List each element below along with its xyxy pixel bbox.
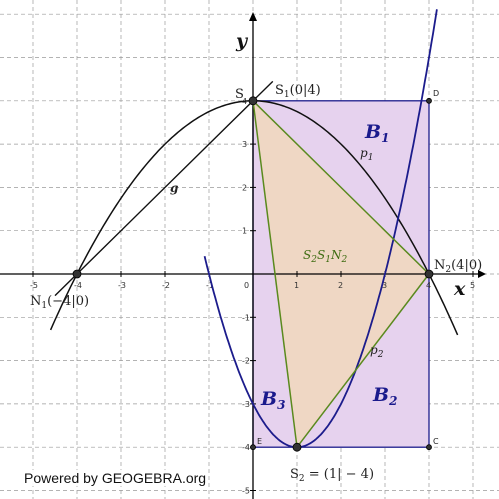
label-p2: p2 bbox=[370, 343, 384, 360]
x-tick-label: 3 bbox=[382, 281, 387, 290]
x-tick-label: 4 bbox=[426, 281, 431, 290]
x-tick-label: 5 bbox=[470, 281, 475, 290]
x-tick-label: -3 bbox=[118, 281, 126, 290]
label-b3: B3 bbox=[260, 388, 285, 412]
y-tick-label: -3 bbox=[242, 400, 250, 409]
triangle-edge bbox=[252, 100, 298, 448]
triangle-edges bbox=[252, 100, 430, 448]
geogebra-branding: Powered by GEOGEBRA.org bbox=[22, 470, 209, 486]
x-tick-label: -5 bbox=[30, 281, 38, 290]
point-n1 bbox=[72, 269, 82, 279]
x-axis-arrow bbox=[478, 270, 486, 278]
points bbox=[72, 96, 434, 452]
label-n2: N2(4|0) bbox=[434, 258, 482, 275]
label-d: D bbox=[433, 89, 439, 98]
point-c bbox=[426, 444, 432, 451]
point-n2 bbox=[424, 269, 434, 279]
x-tick-label: -4 bbox=[74, 281, 82, 290]
label-s2: S2 = (1| − 4) bbox=[290, 467, 374, 484]
label-s1: S1(0|4) bbox=[275, 83, 321, 100]
y-tick-label: 3 bbox=[242, 140, 247, 149]
label-c: C bbox=[433, 437, 439, 446]
label-p1: p1 bbox=[360, 146, 373, 163]
y-tick-label: 2 bbox=[242, 183, 247, 192]
parabola-p2 bbox=[203, 9, 438, 449]
x-tick-label: 0 bbox=[244, 281, 249, 290]
y-axis-label: y bbox=[235, 30, 249, 52]
point-d bbox=[426, 97, 432, 104]
point-s2 bbox=[292, 442, 302, 452]
y-axis-arrow bbox=[249, 12, 257, 21]
triangle-edge bbox=[296, 273, 430, 448]
x-tick-label: 1 bbox=[294, 281, 299, 290]
point-s1 bbox=[248, 96, 258, 106]
label-b2: B2 bbox=[372, 384, 397, 408]
y-tick-label: -5 bbox=[242, 487, 250, 496]
label-e: E bbox=[257, 437, 262, 446]
y-tick-label: 1 bbox=[242, 227, 247, 236]
line-g bbox=[54, 80, 274, 297]
label-g: g bbox=[170, 181, 178, 195]
y-tick-label: -1 bbox=[242, 313, 250, 322]
point-e bbox=[250, 444, 256, 451]
y-tick-label: -2 bbox=[242, 357, 250, 366]
x-tick-label: -2 bbox=[162, 281, 170, 290]
x-axis-label: x bbox=[453, 278, 466, 300]
x-tick-label: -1 bbox=[206, 281, 214, 290]
label-n1: N1(−4|0) bbox=[30, 294, 89, 311]
label-triangle: S2S1N2 bbox=[303, 248, 347, 265]
triangle-edge bbox=[252, 100, 430, 275]
y-tick-label: -4 bbox=[242, 443, 250, 452]
x-tick-label: 2 bbox=[338, 281, 343, 290]
label-b1: B1 bbox=[364, 121, 389, 145]
label-s-small: S bbox=[235, 87, 244, 102]
